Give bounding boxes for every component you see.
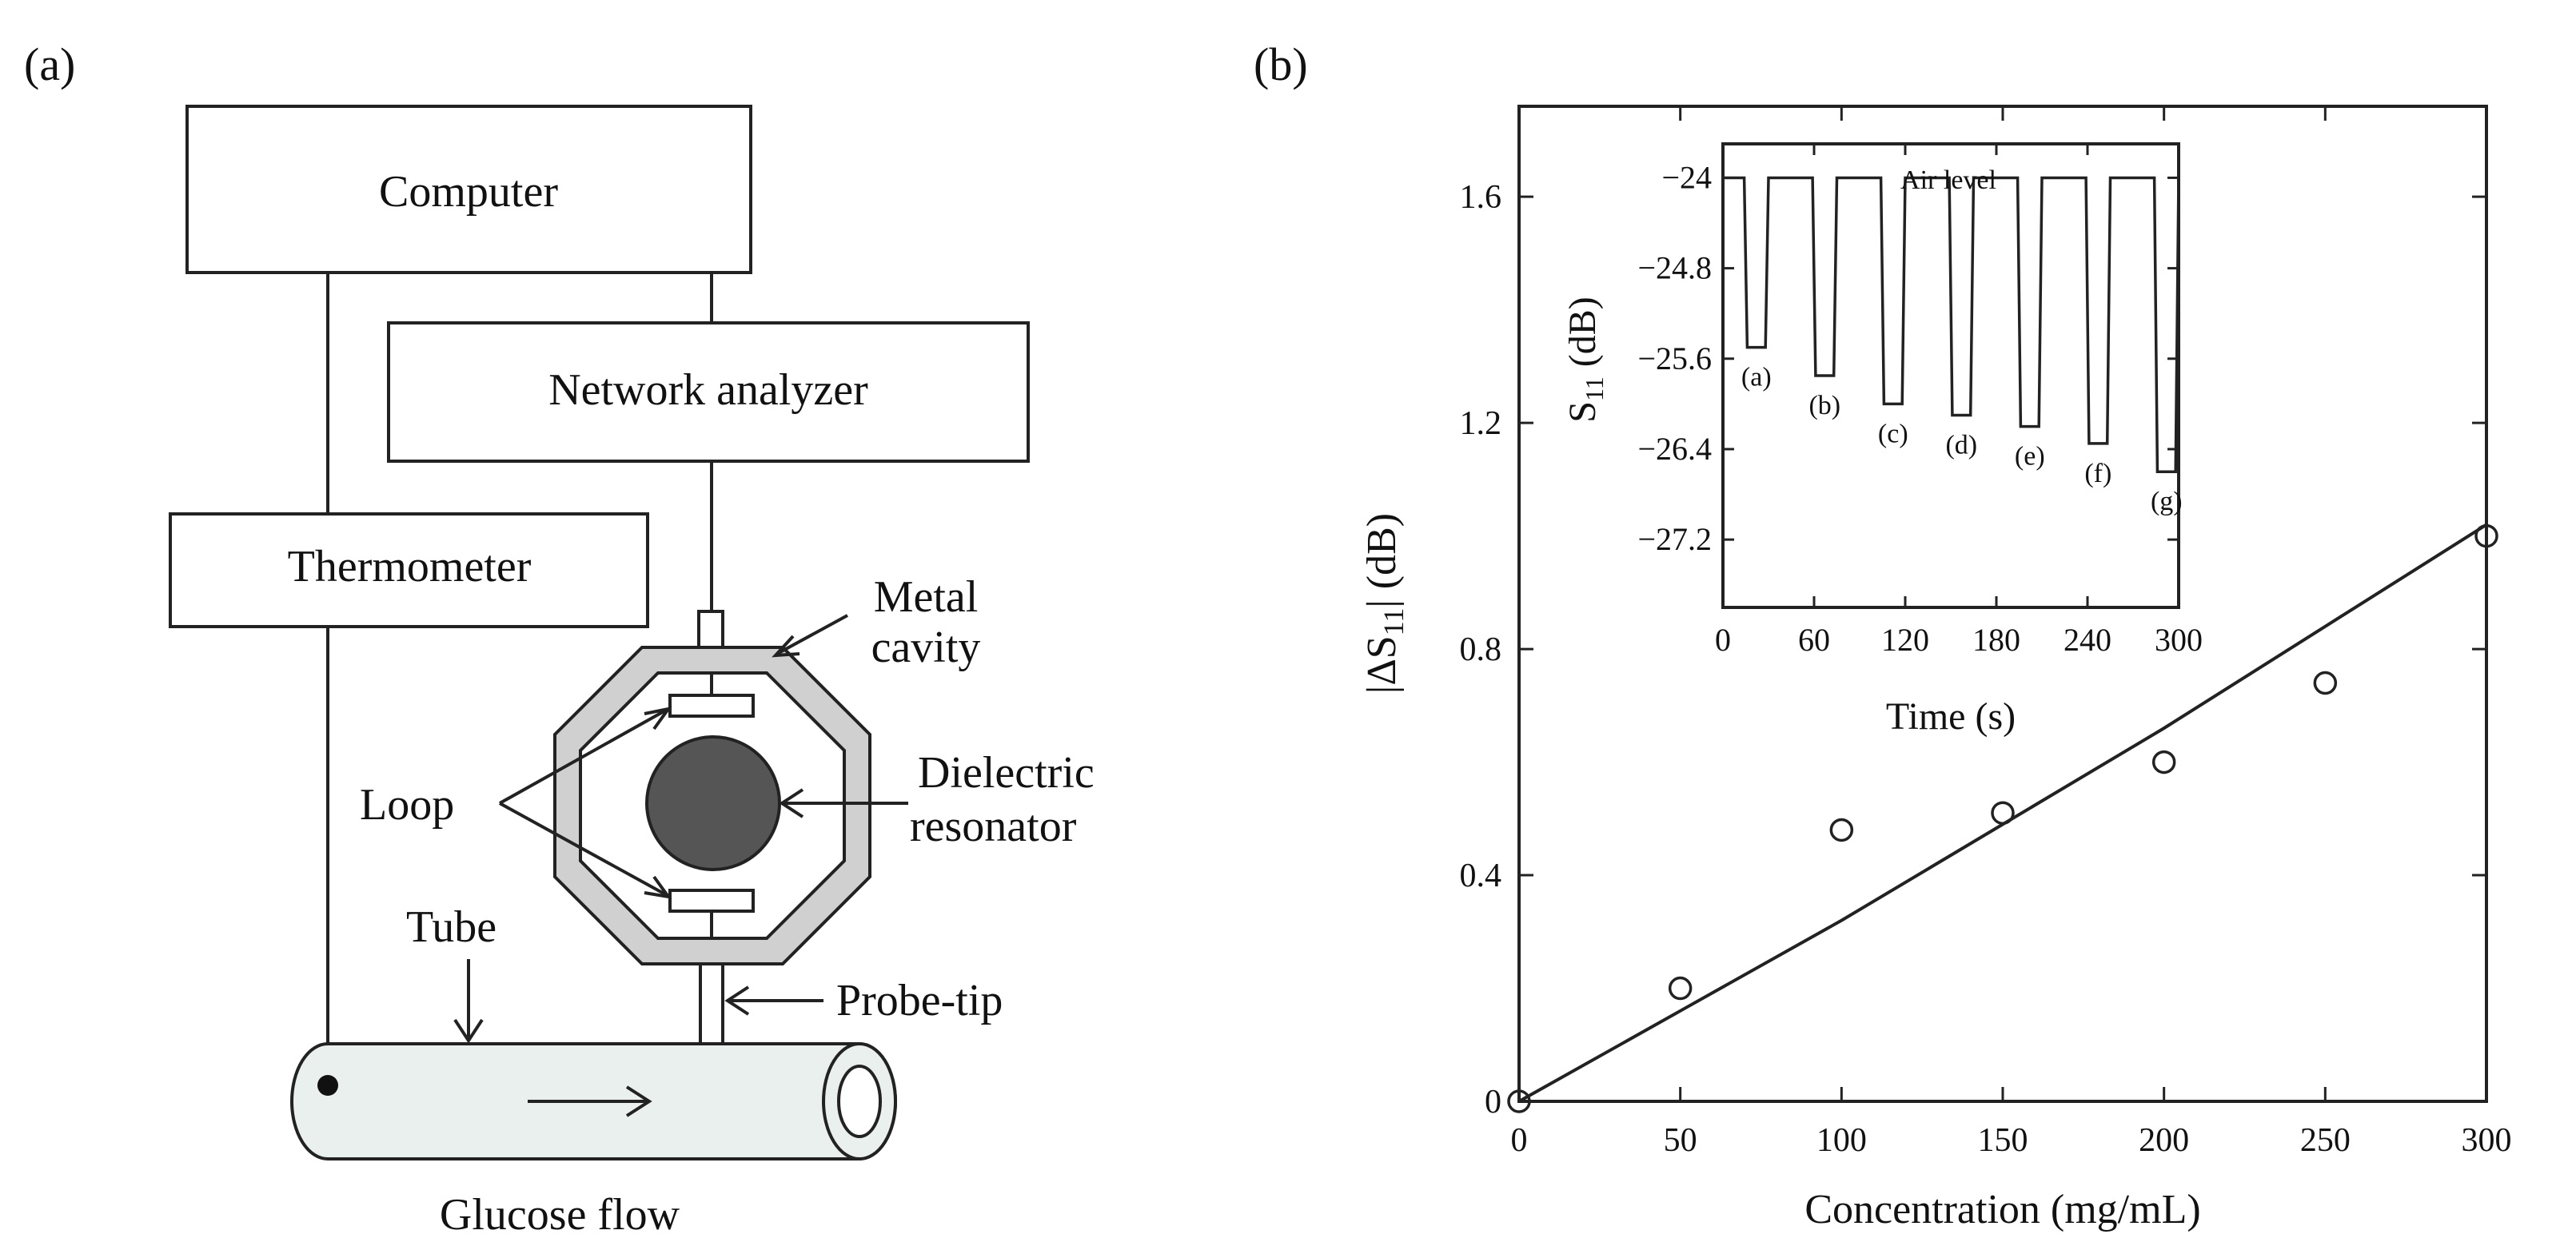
network-analyzer-label: Network analyzer	[548, 365, 868, 415]
inset-tick-labels: 0 60 120 180 240 300 −24 −24.8 −25.6 −26.4 −27.2	[1637, 159, 2203, 658]
inset-y-label-sub: 11	[1580, 376, 1609, 401]
inset-x-tick-label: 240	[2064, 622, 2111, 658]
metal-cavity-label-line2: cavity	[871, 623, 981, 672]
inset-y-tick-label: −25.6	[1637, 340, 1712, 376]
loop-pointer-lower-head	[644, 875, 672, 899]
dielectric-label-line2: resonator	[910, 802, 1077, 851]
glucose-flow-label: Glucose flow	[440, 1190, 680, 1240]
air-level-annotation: Air level	[1900, 165, 1996, 195]
dip-label: (a)	[1741, 363, 1772, 392]
inset-y-label-main: S	[1561, 401, 1604, 423]
data-point	[2313, 671, 2338, 695]
main-y-tick-label: 0	[1485, 1084, 1501, 1121]
main-axis-ticks	[1517, 106, 2488, 1103]
thermometer-probe-dot	[317, 1075, 338, 1096]
data-point	[1829, 818, 1854, 842]
main-y-axis-label: |ΔS11| (dB)	[1359, 513, 1410, 694]
panel-b-label: (b)	[1254, 38, 1308, 90]
main-y-label-tail: | (dB)	[1359, 513, 1405, 608]
panel-b-chart: (b) 0 50 100 150 200 250 300 0 0.4 0.8 1.2 1.6 Conc…	[1254, 38, 2512, 1232]
fit-line	[1518, 523, 2488, 1103]
tube-label: Tube	[406, 902, 496, 952]
inset-x-tick-label: 300	[2155, 622, 2203, 658]
dielectric-pointer-head	[779, 788, 804, 818]
data-point	[2474, 524, 2498, 548]
main-y-label-sub: 11	[1378, 608, 1410, 636]
main-x-tick-label: 300	[2462, 1122, 2512, 1159]
dip-label: (c)	[1878, 419, 1908, 448]
main-x-tick-label: 250	[2300, 1122, 2351, 1159]
computer-box	[185, 105, 752, 274]
loop-label: Loop	[360, 780, 454, 830]
inset-y-tick-label: −24	[1661, 159, 1712, 195]
dip-label: (f)	[2084, 459, 2111, 488]
dip-label: (g)	[2151, 487, 2183, 516]
inset-y-tick-label: −24.8	[1637, 250, 1712, 286]
data-point	[1507, 1089, 1531, 1113]
dip-label: (b)	[1808, 391, 1840, 420]
main-y-tick-label: 0.8	[1460, 631, 1502, 668]
metal-cavity-pointer	[776, 614, 848, 655]
dip-label: (e)	[2015, 442, 2045, 472]
probe-tip-label: Probe-tip	[836, 976, 1003, 1025]
data-points	[1507, 524, 2498, 1113]
inset-y-label-tail: (dB)	[1561, 297, 1604, 376]
panel-a-label: (a)	[24, 38, 75, 90]
inset-s11-trace	[1723, 176, 2180, 473]
main-tick-labels: 0 50 100 150 200 250 300 0 0.4 0.8 1.2 1.6	[1460, 179, 2512, 1159]
inset-x-tick-label: 180	[1972, 622, 2020, 658]
upper-loop	[668, 694, 755, 718]
data-point	[1668, 976, 1693, 1001]
inset-y-tick-label: −27.2	[1637, 521, 1712, 557]
main-y-tick-label: 1.2	[1460, 405, 1502, 442]
main-y-tick-label: 1.6	[1460, 179, 1502, 216]
thermometer-box	[169, 512, 649, 628]
data-point	[1991, 801, 2015, 825]
metal-cavity-pointer-head	[772, 635, 800, 658]
inset-dip-labels: (a) (b) (c) (d) (e) (f) (g)	[1741, 363, 2183, 517]
main-x-tick-label: 0	[1511, 1122, 1528, 1159]
dip-label: (d)	[1945, 431, 1977, 460]
inset-y-axis-label: S11 (dB)	[1561, 297, 1609, 423]
inset-x-tick-label: 0	[1715, 622, 1731, 658]
computer-label: Computer	[379, 167, 558, 217]
main-x-tick-label: 50	[1664, 1122, 1697, 1159]
loop-pointer-upper	[499, 708, 668, 805]
tube-pointer-head	[453, 1018, 484, 1044]
inset-x-tick-label: 120	[1881, 622, 1929, 658]
panel-a-schematic: (a) Computer Network analyzer Thermomete…	[24, 38, 1095, 1240]
dielectric-label-line1: Dielectric	[918, 748, 1095, 798]
inset-y-tick-label: −26.4	[1637, 431, 1712, 467]
main-x-tick-label: 150	[1978, 1122, 2028, 1159]
metal-cavity-label-line1: Metal	[874, 572, 979, 622]
lower-loop	[668, 889, 755, 913]
inset-x-axis-label: Time (s)	[1886, 695, 2016, 738]
loop-pointer-lower	[499, 802, 668, 897]
main-x-tick-label: 100	[1816, 1122, 1867, 1159]
network-analyzer-box	[387, 321, 1030, 463]
probe-tip-pointer-head	[724, 985, 750, 1016]
main-y-label-main: |ΔS	[1359, 635, 1405, 694]
data-point	[2151, 750, 2176, 774]
thermometer-label: Thermometer	[288, 542, 532, 591]
main-x-tick-label: 200	[2139, 1122, 2189, 1159]
probe-tip	[699, 962, 724, 1045]
tube-end-inner	[837, 1065, 882, 1138]
inset-x-tick-label: 60	[1798, 622, 1830, 658]
cavity-top-connector	[697, 610, 724, 649]
flow-arrow-head	[625, 1085, 652, 1117]
main-x-axis-label: Concentration (mg/mL)	[1804, 1187, 2200, 1232]
loop-pointer-upper-head	[644, 707, 672, 731]
main-y-tick-label: 0.4	[1460, 858, 1502, 894]
dielectric-resonator	[645, 735, 781, 871]
